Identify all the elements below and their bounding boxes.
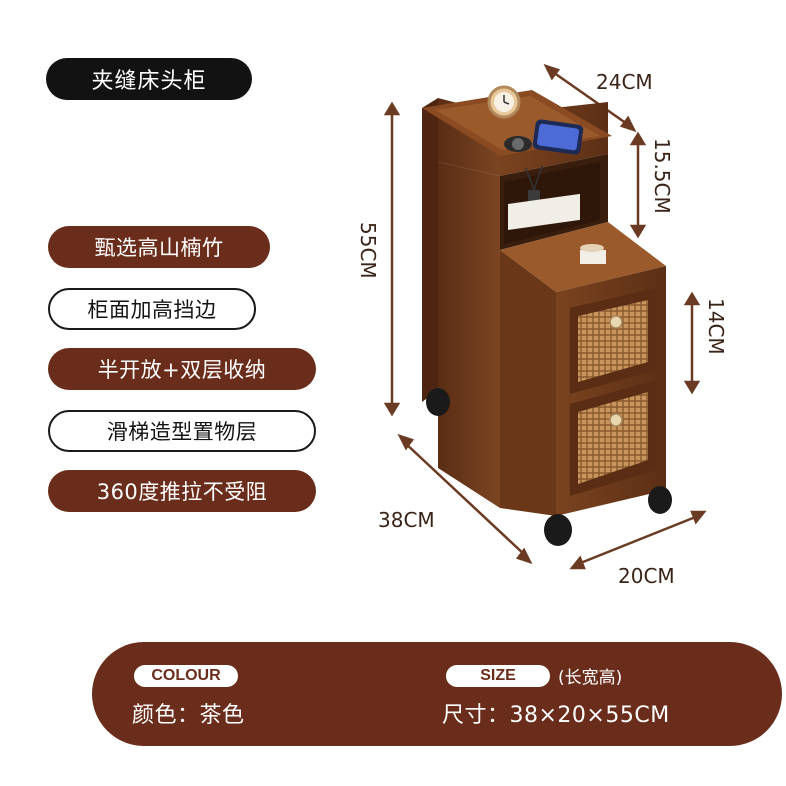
size-tag: SIZE	[446, 665, 550, 687]
dimension-arrows	[383, 63, 707, 570]
dimension-total-height: 55CM	[356, 222, 380, 279]
title-badge: 夹缝床头柜	[46, 58, 252, 100]
size-value: 尺寸：38×20×55CM	[442, 703, 670, 728]
feature-tag-storage: 半开放+双层收纳	[48, 348, 316, 390]
dimension-depth: 38CM	[378, 508, 435, 532]
dimension-shelf-height: 15.5CM	[650, 138, 674, 214]
feature-tag-slide-shelf: 滑梯造型置物层	[48, 410, 316, 452]
dimension-drawer-height: 14CM	[704, 298, 728, 355]
dimension-top-width: 24CM	[596, 70, 653, 94]
feature-tag-raised-edge: 柜面加高挡边	[48, 288, 256, 330]
colour-value: 颜色：茶色	[132, 703, 245, 728]
feature-tag-casters: 360度推拉不受阻	[48, 470, 316, 512]
dimension-width: 20CM	[618, 564, 675, 588]
spec-bar: COLOUR 颜色：茶色 SIZE (长宽高) 尺寸：38×20×55CM	[92, 642, 782, 746]
product-image	[383, 63, 707, 570]
feature-tag-bamboo: 甄选高山楠竹	[48, 226, 270, 268]
colour-tag: COLOUR	[134, 665, 238, 687]
size-note: (长宽高)	[558, 668, 623, 688]
